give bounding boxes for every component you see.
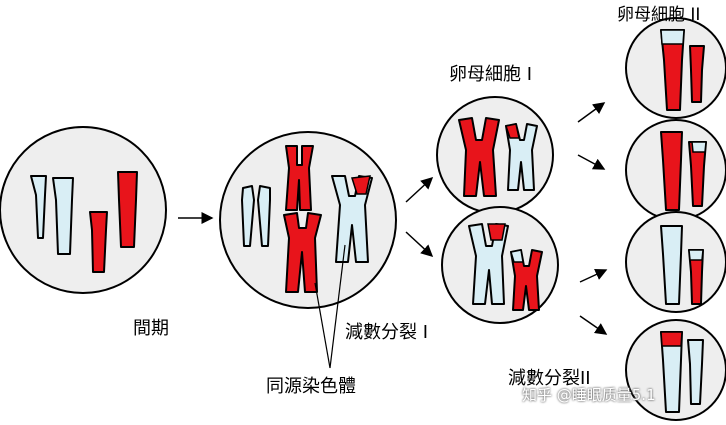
- crossover-segment: [487, 223, 506, 241]
- chromosome-blue: [331, 175, 373, 263]
- arrow: [577, 102, 606, 123]
- chromosome-red: [283, 212, 322, 293]
- oocyte-two-label: 卵母細胞 II: [617, 5, 701, 25]
- arrow: [405, 231, 434, 258]
- crossover-segment: [510, 249, 524, 263]
- pointer-line: [329, 244, 346, 369]
- chromosome-blue: [257, 185, 271, 247]
- meiosis-one-label: 減數分裂 I: [345, 322, 429, 343]
- chromosome-red: [689, 45, 705, 103]
- chromosome-red: [89, 211, 108, 273]
- chromosome-red: [117, 171, 138, 248]
- chromosome-blue: [30, 175, 47, 239]
- chromosome-blue: [241, 185, 255, 247]
- arrow: [405, 176, 434, 203]
- arrow: [579, 268, 608, 283]
- chromosome-red: [510, 249, 543, 311]
- chromosome-blue: [660, 225, 683, 305]
- oocyte-one-label: 卵母細胞 I: [449, 64, 533, 85]
- chromosome-red: [660, 131, 683, 211]
- arrow: [577, 154, 606, 170]
- chromosome-blue: [468, 223, 509, 305]
- chromosome-blue: [505, 123, 538, 191]
- crossover-segment: [660, 331, 683, 347]
- chromosome-red: [458, 117, 500, 197]
- crossover-segment: [351, 175, 371, 195]
- pointer-line: [314, 282, 331, 369]
- arrow: [579, 315, 608, 335]
- crossover-segment: [660, 29, 685, 45]
- interphase-cell: [0, 126, 167, 294]
- watermark: 知乎 @睡眠质量5.1: [522, 386, 656, 404]
- crossover-segment: [691, 141, 707, 153]
- crossover-segment: [505, 123, 520, 139]
- homologous-chromosomes-label: 同源染色體: [266, 376, 356, 397]
- meiosis-two-label: 減數分裂II: [508, 368, 591, 389]
- chromosome-red: [285, 145, 314, 211]
- chromosome-blue: [52, 177, 74, 255]
- chromosome-blue: [687, 339, 704, 405]
- crossover-segment: [688, 249, 704, 261]
- interphase-label: 間期: [133, 318, 169, 339]
